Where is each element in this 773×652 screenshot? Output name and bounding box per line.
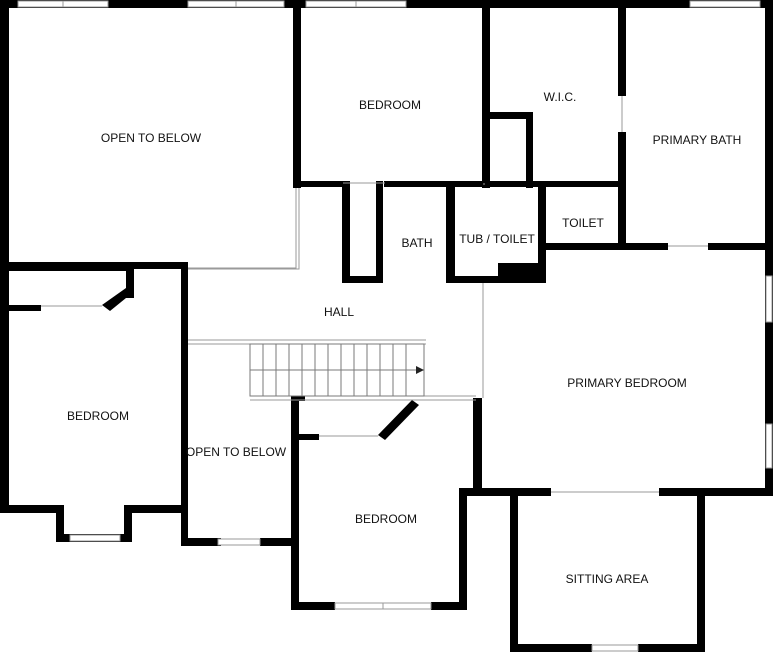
room-label-open-to-below: OPEN TO BELOW [101, 131, 202, 145]
thin-lines [41, 96, 708, 493]
room-label-open-to-below: OPEN TO BELOW [186, 445, 287, 459]
room-labels: OPEN TO BELOW BEDROOM W.I.C. PRIMARY BAT… [67, 90, 741, 586]
room-label-hall: HALL [324, 305, 354, 319]
room-label-bath: BATH [401, 236, 432, 250]
room-label-bedroom: BEDROOM [67, 409, 129, 423]
stair-arrow-icon [416, 366, 424, 374]
windows [17, 0, 773, 652]
room-label-toilet: TOILET [562, 216, 604, 230]
room-label-tub-toilet: TUB / TOILET [459, 232, 535, 246]
room-label-bedroom: BEDROOM [359, 98, 421, 112]
room-label-sitting-area: SITTING AREA [566, 572, 649, 586]
room-label-wic: W.I.C. [544, 90, 577, 104]
staircase [249, 343, 425, 397]
room-label-primary-bath: PRIMARY BATH [653, 133, 742, 147]
room-label-primary-bedroom: PRIMARY BEDROOM [567, 376, 687, 390]
room-label-bedroom: BEDROOM [355, 512, 417, 526]
